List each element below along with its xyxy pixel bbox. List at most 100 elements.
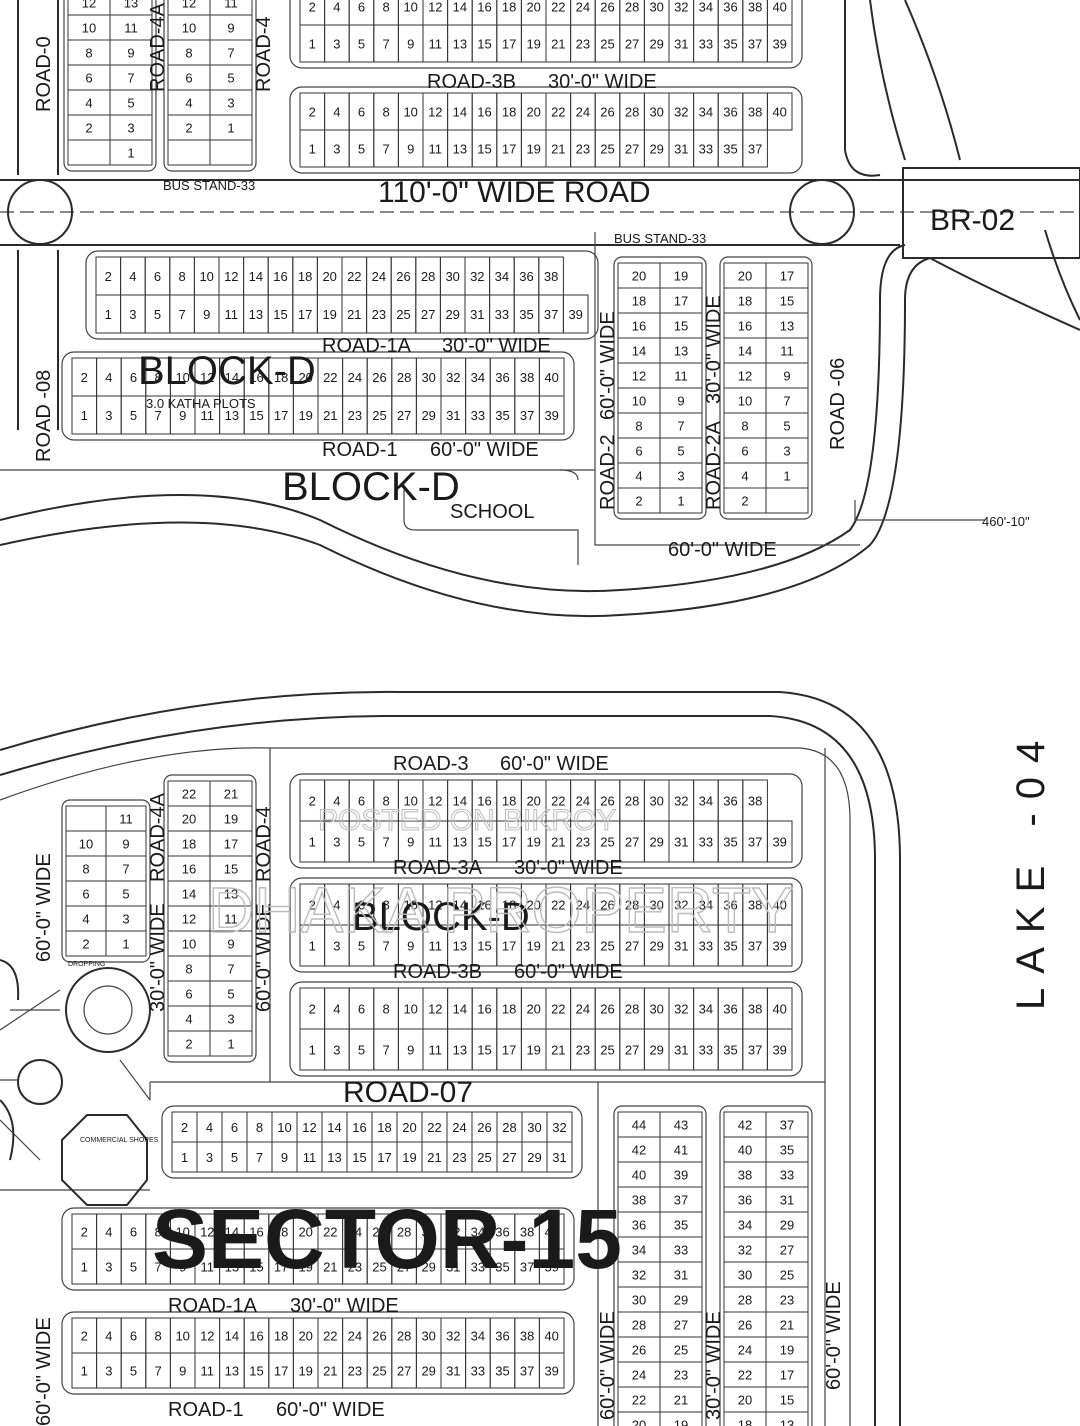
plot-number: 36 — [495, 1225, 509, 1240]
plot-number: 6 — [231, 1120, 238, 1135]
plot-number: 40 — [632, 1168, 646, 1183]
plot-number: 8 — [382, 0, 389, 15]
plot-number: 31 — [552, 1150, 566, 1165]
plot-number: 38 — [520, 370, 534, 385]
bridge-label: BR-02 — [930, 204, 1015, 237]
plot-cell — [742, 129, 768, 168]
plot-number: 1 — [309, 37, 316, 52]
plot-number: 2 — [85, 121, 92, 136]
plot-number: 22 — [427, 1120, 441, 1135]
plot-number: 8 — [178, 269, 185, 284]
plot-number: 37 — [748, 835, 762, 850]
plot-number: 17 — [780, 1368, 794, 1383]
plot-number: 19 — [526, 37, 540, 52]
plot-cell — [766, 924, 793, 967]
plot-cell — [562, 294, 589, 334]
plot-number: 26 — [738, 1318, 752, 1333]
plot-number: 3 — [105, 1260, 112, 1275]
plot-number: 13 — [225, 1364, 239, 1379]
bottom-left-road-width: 60'-0" WIDE — [33, 1317, 55, 1426]
plot-number: 28 — [397, 1329, 411, 1344]
plot-number: 23 — [372, 307, 386, 322]
plot-number: 3 — [333, 142, 340, 157]
plot-number: 10 — [82, 21, 96, 36]
plot-number: 40 — [544, 1329, 558, 1344]
map-labels: 110'-0" WIDE ROAD BR-02 ROAD-3B 30'-0" W… — [33, 2, 1053, 1426]
road-1-top-label: ROAD-1 — [322, 439, 398, 461]
road-3-label: ROAD-3 — [393, 753, 469, 775]
plot-number: 29 — [649, 37, 663, 52]
plot-number: 2 — [635, 494, 642, 509]
plot-number: 19 — [224, 812, 238, 827]
plot-number: 24 — [348, 1225, 362, 1240]
plot-number: 36 — [723, 898, 737, 913]
lower-block-d-label: BLOCK-D — [352, 895, 530, 939]
plot-number: 21 — [427, 1150, 441, 1165]
plot-number: 38 — [632, 1193, 646, 1208]
plot-number: 15 — [249, 1364, 263, 1379]
plot-number: 8 — [154, 1329, 161, 1344]
plot-number: 17 — [674, 294, 688, 309]
plot-number: 14 — [327, 1120, 341, 1135]
plot-number: 34 — [471, 1329, 485, 1344]
plot-number: 6 — [358, 898, 365, 913]
plot-number: 21 — [323, 1260, 337, 1275]
plot-number: 3 — [333, 939, 340, 954]
plot-number: 28 — [625, 794, 639, 809]
plot-number: 9 — [407, 37, 414, 52]
plot-number: 8 — [82, 862, 89, 877]
plot-number: 7 — [382, 37, 389, 52]
bus-stand-grid-right-outline — [719, 256, 813, 520]
plot-number: 4 — [333, 0, 340, 15]
plot-number: 30 — [649, 1002, 663, 1017]
plot-number: 24 — [348, 370, 362, 385]
plot-number: 29 — [649, 835, 663, 850]
plot-number: 39 — [568, 307, 582, 322]
plot-number: 25 — [780, 1268, 794, 1283]
plot-number: 17 — [502, 1043, 516, 1058]
plot-number: 10 — [182, 937, 196, 952]
plot-number: 30 — [445, 269, 459, 284]
plot-number: 2 — [185, 121, 192, 136]
plot-number: 7 — [382, 1043, 389, 1058]
plot-number: 25 — [674, 1343, 688, 1358]
watermark-dhaka-property: DHAKA PROPERTY — [208, 874, 794, 946]
plot-number: 11 — [119, 812, 133, 827]
plot-number: 30 — [632, 1293, 646, 1308]
plot-number: 22 — [551, 1002, 565, 1017]
plot-number: 17 — [224, 837, 238, 852]
plot-number: 29 — [421, 408, 435, 423]
plot-number: 4 — [105, 1329, 112, 1344]
plot-number: 35 — [495, 408, 509, 423]
plot-number: 7 — [256, 1150, 263, 1165]
plot-number: 32 — [674, 1002, 688, 1017]
plot-number: 37 — [780, 1118, 794, 1133]
plot-number: 9 — [407, 835, 414, 850]
plot-number: 10 — [182, 21, 196, 36]
plot-number: 31 — [446, 1260, 460, 1275]
road-1-label: ROAD-1 — [168, 1399, 244, 1421]
plot-number: 20 — [738, 269, 752, 284]
bottom-right-road-width: 60'-0" WIDE — [823, 1281, 845, 1390]
plot-number: 11 — [224, 0, 238, 11]
plot-number: 9 — [179, 1364, 186, 1379]
plot-number: 39 — [772, 37, 786, 52]
plot-number: 20 — [298, 1225, 312, 1240]
plot-number: 1 — [227, 121, 234, 136]
plot-number: 10 — [175, 1329, 189, 1344]
plot-number: 20 — [526, 0, 540, 15]
plot-number: 29 — [527, 1150, 541, 1165]
plot-number: 28 — [632, 1318, 646, 1333]
plot-number: 21 — [224, 787, 238, 802]
plot-number: 12 — [632, 369, 646, 384]
plot-number: 10 — [738, 394, 752, 409]
plot-number: 11 — [303, 1150, 317, 1165]
plot-number: 38 — [748, 0, 762, 15]
plot-number: 19 — [780, 1343, 794, 1358]
plot-number: 24 — [452, 1120, 466, 1135]
plot-number: 12 — [428, 1002, 442, 1017]
plot-number: 20 — [526, 105, 540, 120]
plot-number: 26 — [372, 1225, 386, 1240]
